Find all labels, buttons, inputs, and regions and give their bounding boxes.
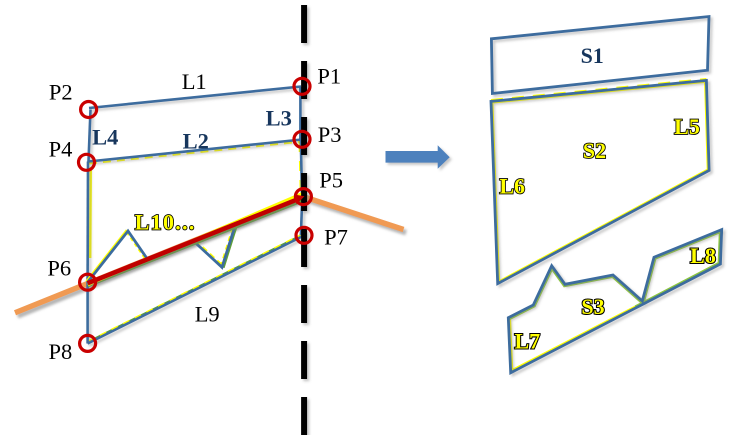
svg-text:P7: P7 bbox=[324, 225, 348, 250]
svg-text:L6: L6 bbox=[499, 174, 525, 199]
svg-text:L8: L8 bbox=[690, 243, 716, 268]
svg-text:L5: L5 bbox=[674, 114, 700, 139]
svg-text:L4: L4 bbox=[92, 124, 118, 149]
svg-text:S1: S1 bbox=[581, 43, 604, 68]
svg-text:L2: L2 bbox=[183, 129, 209, 154]
svg-text:L10...: L10... bbox=[135, 210, 196, 235]
svg-text:P8: P8 bbox=[49, 339, 73, 364]
svg-text:L3: L3 bbox=[266, 106, 292, 131]
svg-text:P2: P2 bbox=[49, 80, 73, 105]
svg-text:P4: P4 bbox=[49, 137, 73, 162]
svg-text:S3: S3 bbox=[581, 294, 604, 319]
svg-text:L1: L1 bbox=[182, 69, 207, 94]
svg-text:L7: L7 bbox=[514, 329, 540, 354]
svg-text:P6: P6 bbox=[47, 256, 71, 281]
svg-text:P3: P3 bbox=[318, 122, 342, 147]
svg-text:P5: P5 bbox=[319, 167, 343, 192]
svg-text:P1: P1 bbox=[317, 64, 341, 89]
svg-text:L9: L9 bbox=[195, 302, 220, 327]
svg-text:S2: S2 bbox=[583, 138, 606, 163]
